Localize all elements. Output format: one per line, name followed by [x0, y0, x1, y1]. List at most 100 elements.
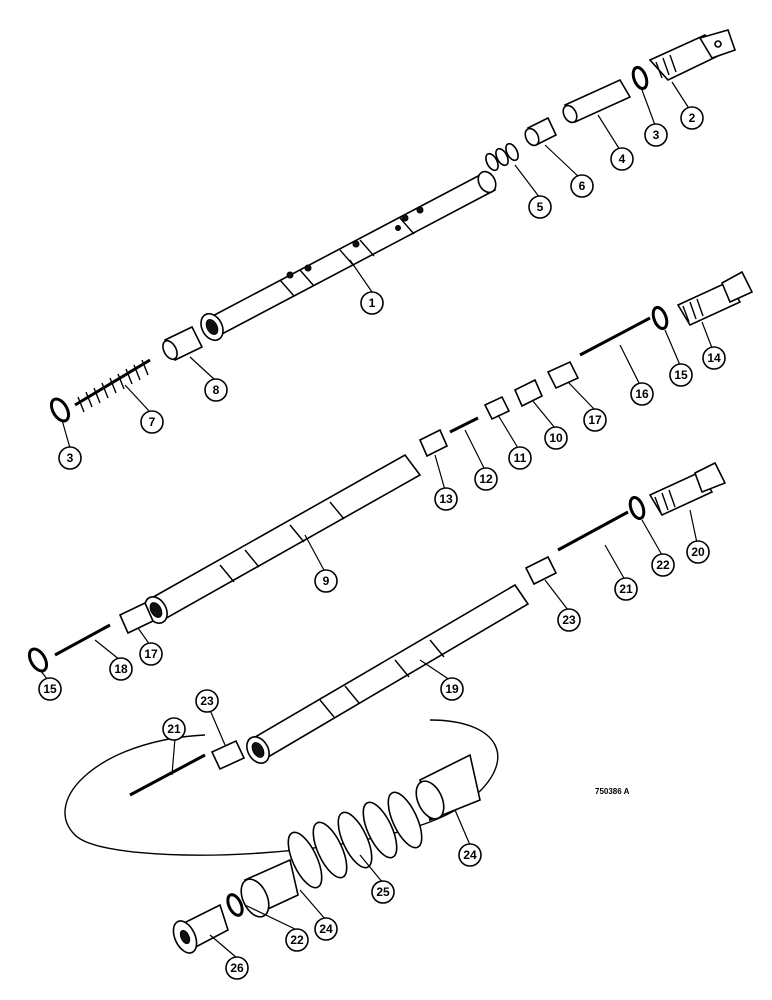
spring-12	[449, 416, 479, 434]
callout-5: 5	[528, 195, 552, 219]
svg-text:12: 12	[479, 472, 493, 486]
svg-text:20: 20	[691, 545, 705, 559]
callout-15: 15	[669, 363, 693, 387]
svg-text:9: 9	[323, 574, 330, 588]
svg-text:24: 24	[319, 922, 333, 936]
svg-text:2: 2	[689, 111, 696, 125]
svg-text:17: 17	[144, 647, 158, 661]
svg-text:17: 17	[588, 413, 602, 427]
callout-22: 22	[651, 553, 675, 577]
callout-3: 3	[644, 123, 668, 147]
callout-4: 4	[610, 147, 634, 171]
svg-text:25: 25	[376, 885, 390, 899]
spring-25	[287, 791, 423, 889]
callout-13: 13	[434, 487, 458, 511]
svg-text:8: 8	[213, 383, 220, 397]
svg-text:5: 5	[537, 200, 544, 214]
o-ring-15-right	[651, 305, 669, 331]
end-plug-20	[648, 461, 727, 517]
poppet-23-left	[210, 739, 246, 771]
svg-text:22: 22	[656, 558, 670, 572]
spring-7	[74, 358, 151, 413]
callout-8: 8	[204, 378, 228, 402]
callout-20: 20	[686, 540, 710, 564]
svg-text:22: 22	[290, 933, 304, 947]
callout-14: 14	[702, 346, 726, 370]
callout-3b: 3	[58, 446, 82, 470]
callout-23b: 23	[195, 689, 219, 713]
callout-6: 6	[570, 174, 594, 198]
svg-text:3: 3	[653, 128, 660, 142]
o-ring-3-left	[49, 397, 71, 423]
svg-text:23: 23	[200, 694, 214, 708]
end-plug-2	[648, 29, 737, 81]
sleeve-24-upper	[415, 753, 481, 822]
callout-25: 25	[371, 880, 395, 904]
svg-text:15: 15	[674, 368, 688, 382]
end-plug-14	[676, 270, 754, 327]
callout-16: 16	[630, 382, 654, 406]
o-ring-15-left	[27, 647, 49, 673]
svg-text:4: 4	[619, 152, 626, 166]
spool-19	[246, 583, 530, 764]
callout-24b: 24	[314, 917, 338, 941]
svg-text:21: 21	[619, 582, 633, 596]
spring-5	[485, 142, 519, 172]
callout-17: 17	[583, 408, 607, 432]
svg-text:18: 18	[114, 662, 128, 676]
callout-9: 9	[314, 569, 338, 593]
drawing-ref: 750386 A	[595, 787, 630, 796]
svg-text:21: 21	[167, 722, 181, 736]
spool-1	[200, 170, 497, 342]
callout-1: 1	[360, 291, 384, 315]
pin-4	[562, 78, 632, 124]
callout-21b: 21	[162, 717, 186, 741]
spool-end-8	[162, 325, 204, 362]
o-ring-22-right	[628, 495, 646, 521]
callout-2: 2	[680, 106, 704, 130]
svg-text:15: 15	[43, 682, 57, 696]
svg-text:3: 3	[67, 451, 74, 465]
spacer-6	[524, 116, 558, 147]
callout-18: 18	[109, 657, 133, 681]
spring-16	[579, 316, 651, 357]
callout-11: 11	[508, 446, 532, 470]
callout-12: 12	[474, 467, 498, 491]
spring-21-right	[557, 510, 629, 552]
callout-23: 23	[557, 608, 581, 632]
sleeve-10	[513, 378, 544, 408]
svg-text:16: 16	[635, 387, 649, 401]
spool-9	[144, 453, 422, 624]
callout-19: 19	[440, 677, 464, 701]
callout-15b: 15	[38, 677, 62, 701]
svg-text:26: 26	[230, 961, 244, 975]
svg-text:24: 24	[463, 848, 477, 862]
svg-text:11: 11	[514, 451, 527, 465]
svg-text:14: 14	[707, 351, 721, 365]
svg-text:23: 23	[562, 613, 576, 627]
poppet-23-right	[524, 555, 558, 586]
callout-17b: 17	[139, 642, 163, 666]
sleeve-11	[483, 395, 511, 421]
svg-text:7: 7	[149, 415, 156, 429]
callout-22b: 22	[285, 928, 309, 952]
poppet-17-lower	[118, 601, 155, 635]
callout-21: 21	[614, 577, 638, 601]
sleeve-24-lower	[240, 858, 299, 918]
callout-24: 24	[458, 843, 482, 867]
svg-text:1: 1	[369, 296, 376, 310]
spring-21-left	[129, 753, 206, 797]
group-outline	[64, 719, 499, 856]
svg-text:13: 13	[439, 492, 453, 506]
callout-26: 26	[225, 956, 249, 980]
o-ring-3-top	[631, 65, 649, 91]
fitting-26	[172, 903, 229, 954]
svg-text:19: 19	[445, 682, 459, 696]
svg-text:10: 10	[549, 431, 563, 445]
sleeve-13	[418, 428, 449, 458]
callouts: 1 2 3 4 5 6 3 7 8 14 15 16 17 10 11 12 1…	[38, 106, 726, 980]
spring-18	[54, 623, 111, 657]
callout-7: 7	[140, 410, 164, 434]
o-ring-22-lower	[226, 893, 244, 917]
